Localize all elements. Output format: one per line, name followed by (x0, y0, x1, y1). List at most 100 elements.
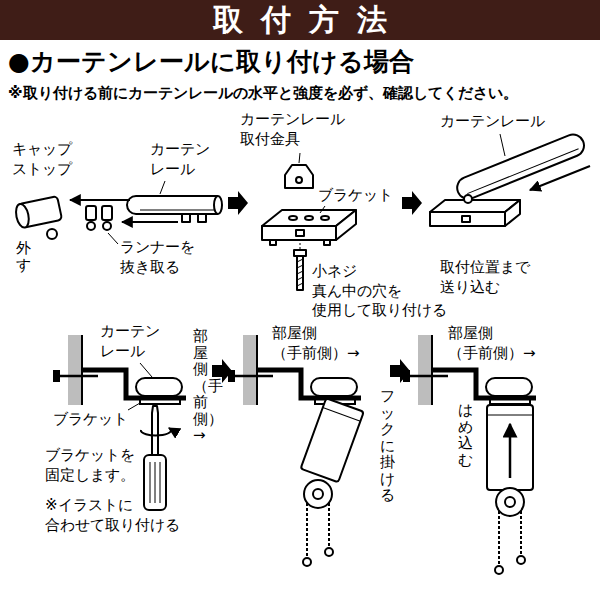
mount-set (229, 371, 234, 381)
step-one (14, 181, 222, 244)
leader-line (320, 206, 325, 213)
direction-note: 部屋側（手前側）→ (193, 328, 208, 444)
bracket (430, 200, 520, 226)
runner (86, 206, 112, 230)
rail-fitting (285, 165, 313, 188)
runner (86, 206, 96, 220)
bracket (270, 240, 276, 245)
pull-chain (328, 503, 330, 548)
text-line: ※イラストに (45, 496, 180, 516)
mount-set (233, 375, 273, 378)
step-arrow (390, 359, 410, 383)
bracket (462, 216, 470, 222)
curtain-rail (454, 131, 587, 202)
pull-chain (495, 566, 503, 574)
text-line: ブラケットを (45, 446, 135, 466)
curtain-rail (467, 149, 578, 194)
direction-note: 部屋側 （手前側）→ (272, 324, 360, 363)
leader-line (108, 233, 118, 244)
pull-chain (303, 480, 333, 566)
mount-set (58, 375, 98, 378)
text-line: 真ん中の穴を (312, 282, 447, 302)
bracket (262, 210, 356, 245)
section-heading: ●カーテンレールに取り付ける場合 (8, 46, 414, 79)
text-line: ブラケット (53, 410, 128, 430)
text-line: 取付位置まで (440, 258, 530, 278)
small-screw (297, 256, 303, 290)
step-note: 小ネジ 真ん中の穴を 使用して取り付ける (312, 262, 447, 321)
mount-set (404, 371, 409, 381)
pull-chain (313, 489, 323, 499)
pull-chain (303, 558, 311, 566)
mount-set (243, 335, 257, 405)
leader-line (299, 153, 300, 163)
text-line: カーテン (100, 322, 160, 342)
pull-chain (304, 480, 332, 508)
pull-chain (505, 497, 515, 507)
text-line: 小ネジ (312, 262, 447, 282)
text-line: ランナーを (120, 238, 195, 258)
roller-screen (487, 405, 533, 490)
curtain-rail (214, 196, 222, 214)
text-line: 送り込む (440, 278, 530, 298)
mount-set (68, 335, 82, 405)
small-screw (297, 259, 303, 286)
cap-ring (47, 229, 57, 239)
part-name: カーテンレール 取付金具 (240, 110, 345, 149)
text-line: キャップ (12, 140, 72, 160)
bracket (505, 200, 520, 226)
step-note: ランナーを 抜き取る (120, 238, 195, 277)
title-text: 取付方法 (195, 5, 405, 35)
guide-line (300, 243, 301, 249)
caution-note: ※取り付ける前にカーテンレールの水平と強度を必ず、確認してください。 (8, 84, 518, 104)
step-note: 取付位置まで 送り込む (440, 258, 530, 297)
curtain-rail (127, 196, 218, 214)
screwdriver (150, 462, 160, 503)
mount-set (311, 378, 357, 396)
part-name: ブラケット (53, 410, 128, 430)
step-note: ※イラストに 合わせて取り付ける (45, 496, 180, 535)
mount-set (418, 335, 432, 405)
mount-panel (54, 335, 536, 405)
text-line: カーテン (150, 140, 210, 160)
curtain-rail (127, 196, 222, 222)
curtain-rail (454, 131, 587, 202)
pull-chain (498, 511, 500, 566)
step-note: はめ込む (458, 402, 473, 468)
screwdriver (144, 455, 166, 510)
curtain-rail (140, 210, 214, 211)
roller-screen (487, 415, 533, 416)
direction-note: 部屋側 （手前側）→ (448, 324, 536, 363)
leader-line (140, 363, 152, 377)
mount-set (54, 371, 59, 381)
roller-screen (301, 398, 364, 482)
pull-chain (306, 503, 308, 558)
text-line: （手前側）→ (448, 344, 536, 364)
part-name: ブラケット (318, 186, 393, 206)
title-banner (0, 0, 600, 40)
text-line: ※取り付ける前にカーテンレールの水平と強度を必ず、確認してください。 (8, 84, 518, 104)
part-name: キャップ ストップ (12, 140, 72, 179)
rail-fitting (285, 165, 313, 188)
step-three (430, 131, 590, 226)
mount-set (54, 335, 186, 405)
remove-arrow (122, 221, 178, 223)
bracket (289, 216, 297, 220)
text-line: レール (100, 342, 160, 362)
step-note: ブラケットを 固定します。 (45, 446, 135, 485)
panel-b-extras (301, 398, 364, 566)
roller-screen (301, 398, 364, 482)
mount-set (432, 370, 536, 398)
cap-stop (14, 196, 62, 229)
push-arrow (509, 424, 512, 478)
text-line: 取付金具 (240, 130, 345, 150)
leader-line (160, 181, 165, 194)
runner (103, 222, 111, 230)
text-line: 使用して取り付ける (312, 301, 447, 321)
text-line: 部屋側 (448, 324, 536, 344)
step-arrow (228, 191, 248, 215)
text-line: カーテンレール (440, 112, 545, 132)
step-note: 外す (16, 240, 31, 273)
runner (102, 206, 112, 220)
